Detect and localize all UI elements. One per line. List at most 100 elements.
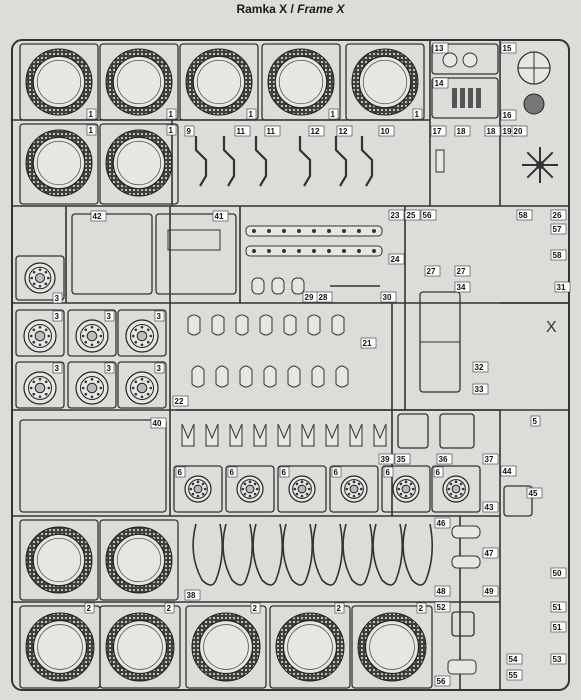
fork-part: [325, 423, 339, 447]
svg-text:2: 2: [87, 604, 92, 613]
part-number-wheel: 3: [154, 310, 165, 322]
svg-text:43: 43: [485, 503, 494, 512]
part-number: 51: [550, 601, 567, 613]
tire-cell: [351, 605, 433, 689]
svg-text:58: 58: [519, 211, 528, 220]
part-number-wheel: 3: [52, 362, 63, 374]
bracket-part: [503, 485, 533, 517]
svg-text:32: 32: [475, 363, 484, 372]
fork-part: [205, 423, 219, 447]
frame-title-sep: /: [287, 2, 298, 16]
strut-part: [298, 136, 312, 187]
svg-text:19: 19: [503, 127, 512, 136]
svg-text:2: 2: [167, 604, 172, 613]
part-number: 9: [184, 125, 195, 137]
svg-text:16: 16: [503, 111, 512, 120]
fork-part: [301, 423, 315, 447]
wheel-rim: [125, 371, 159, 405]
part-number: 28: [316, 291, 333, 303]
fork-part: [181, 423, 195, 447]
svg-text:1: 1: [169, 126, 174, 135]
part-number-wheel: 3: [52, 292, 63, 304]
svg-text:54: 54: [509, 655, 518, 664]
hub-disc: [442, 475, 470, 503]
part-number-tire: 2: [84, 602, 95, 614]
svg-text:37: 37: [485, 455, 494, 464]
seat-part: [397, 413, 429, 449]
bracket-part: [263, 365, 277, 388]
svg-text:2: 2: [337, 604, 342, 613]
part-number: 29: [302, 291, 319, 303]
part-number-tire: 2: [334, 602, 345, 614]
part-number: 25: [404, 209, 421, 221]
tire-large: [105, 612, 175, 682]
svg-text:15: 15: [503, 44, 512, 53]
tire-cell: [345, 43, 425, 121]
svg-text:47: 47: [485, 549, 494, 558]
cell: [431, 43, 499, 75]
svg-text:1: 1: [331, 110, 336, 119]
fork-part: [277, 423, 291, 447]
tire-cell: [179, 43, 259, 121]
svg-text:1: 1: [169, 110, 174, 119]
svg-text:6: 6: [334, 468, 339, 477]
part-number-tire: 2: [164, 602, 175, 614]
svg-text:1: 1: [415, 110, 420, 119]
part-number-hub: 6: [383, 466, 394, 478]
svg-text:1: 1: [249, 110, 254, 119]
svg-text:38: 38: [187, 591, 196, 600]
part-number: 51: [550, 621, 567, 633]
tire-cell: [19, 123, 99, 205]
leaf-spring-part: [402, 523, 434, 586]
cylinder-part: [435, 149, 445, 173]
strut-part: [194, 136, 208, 187]
svg-text:34: 34: [457, 283, 466, 292]
part-number: 36: [436, 453, 453, 465]
fork-part: [229, 423, 243, 447]
part-number: 56: [434, 675, 451, 687]
part-number: 38: [184, 589, 201, 601]
svg-text:26: 26: [553, 211, 562, 220]
svg-text:6: 6: [282, 468, 287, 477]
strut-part: [360, 136, 374, 187]
wheel-rim: [24, 262, 56, 294]
svg-text:50: 50: [553, 569, 562, 578]
bracket-part: [259, 314, 273, 336]
bracket-part: [335, 365, 349, 388]
tire-cell: [99, 123, 179, 205]
part-number-tire: 1: [328, 108, 339, 120]
part-number: 18: [454, 125, 471, 137]
svg-text:20: 20: [514, 127, 523, 136]
part-number: 47: [482, 547, 499, 559]
tire-large: [105, 526, 173, 594]
part-number: 50: [550, 567, 567, 579]
pedal-part: [251, 277, 265, 295]
tire-cell: [269, 605, 351, 689]
plate-part: [19, 419, 167, 513]
bracket-part: [211, 314, 225, 336]
tire-large: [275, 612, 345, 682]
seat-part: [439, 413, 475, 449]
svg-text:10: 10: [381, 127, 390, 136]
svg-text:39: 39: [381, 455, 390, 464]
part-number: 57: [550, 223, 567, 235]
hub-disc: [184, 475, 212, 503]
part-number-hub: 6: [433, 466, 444, 478]
svg-text:6: 6: [386, 468, 391, 477]
svg-text:46: 46: [437, 519, 446, 528]
part-number: 39: [378, 453, 395, 465]
frame-title-en: Frame X: [297, 2, 345, 16]
part-number-hub: 6: [331, 466, 342, 478]
svg-text:33: 33: [475, 385, 484, 394]
svg-text:11: 11: [267, 127, 276, 136]
tire-large: [25, 612, 95, 682]
part-number-wheel: 3: [104, 362, 115, 374]
tire-large: [185, 48, 253, 116]
tire-large: [267, 48, 335, 116]
part-number: 52: [434, 601, 451, 613]
part-number-wheel: 3: [104, 310, 115, 322]
svg-text:5: 5: [533, 417, 538, 426]
svg-text:24: 24: [391, 255, 400, 264]
